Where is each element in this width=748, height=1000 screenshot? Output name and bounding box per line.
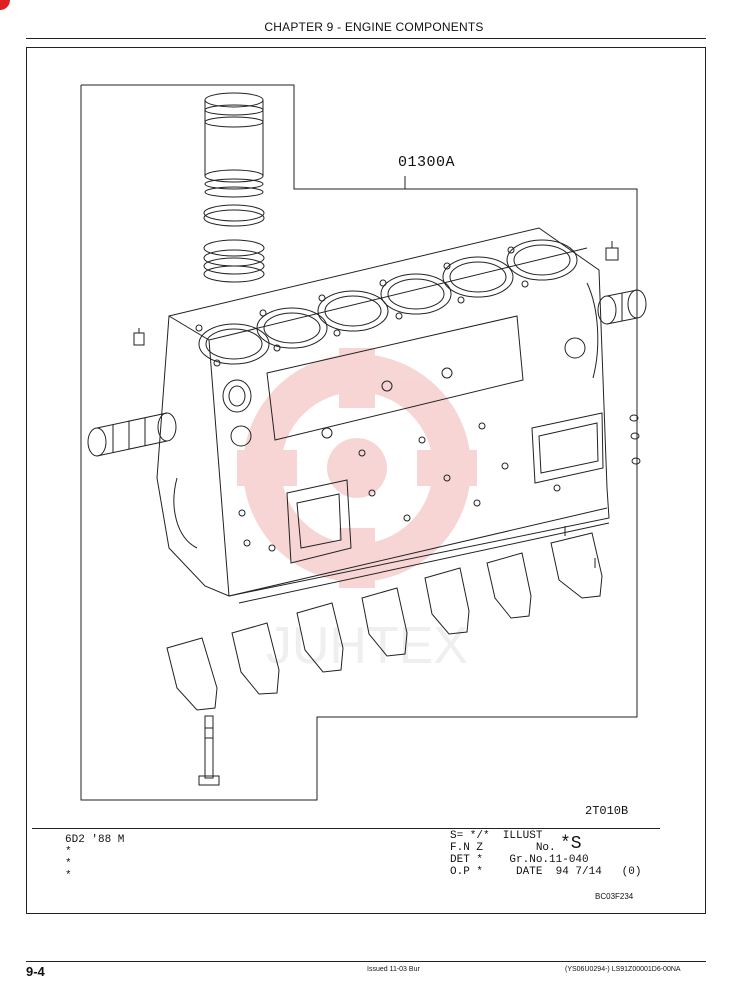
info-row-date: O.P * DATE 94 7/14 (0) [450,866,642,878]
cylinder-liner [204,92,264,198]
model-line: * [65,846,72,858]
header-rule [26,38,706,39]
info-separator [32,828,660,829]
block-plugs [133,241,619,346]
page-number: 9-4 [26,964,45,979]
dowel-pins [629,414,641,465]
document-reference: (YS06U0294-) LS91Z00001D6-00NA [565,966,681,973]
main-bearing-caps [166,526,603,711]
part-number-label: 01300A [398,154,456,171]
info-row-group: DET * Gr.No.11-040 [450,854,589,866]
issued-info: Issued 11-03 Bur [367,966,420,973]
watermark-logo: JUHTEX [237,348,477,675]
corner-mark [0,0,10,10]
illustration-info-block: S= */* ILLUST F.N Z No. DET * Gr.No.11-0… [450,830,641,878]
model-line: * [65,858,72,870]
diagram-sheet: JUHTEX [26,47,706,914]
bolt-holes [195,246,561,552]
illustration-code: 2T010B [585,804,629,818]
main-cap-bolt [198,715,220,786]
engine-block [156,227,610,604]
info-row-illust: S= */* ILLUST [450,830,543,842]
camshaft-bush-left [87,412,177,457]
engine-block-drawing: JUHTEX [80,84,647,801]
camshaft-bush-right [597,289,647,325]
model-line: * [65,870,72,882]
form-code: BC03F234 [595,892,634,901]
piston-rings [203,204,265,283]
info-row-fnz: F.N Z No. [450,842,556,854]
chapter-title: CHAPTER 9 - ENGINE COMPONENTS [264,20,484,34]
footer-rule [26,961,706,962]
illust-number-mark: *S [560,834,582,854]
model-block: 6D2 '88 M * * * [65,834,124,882]
model-line: 6D2 '88 M [65,834,125,846]
diagram-outline [80,84,638,801]
